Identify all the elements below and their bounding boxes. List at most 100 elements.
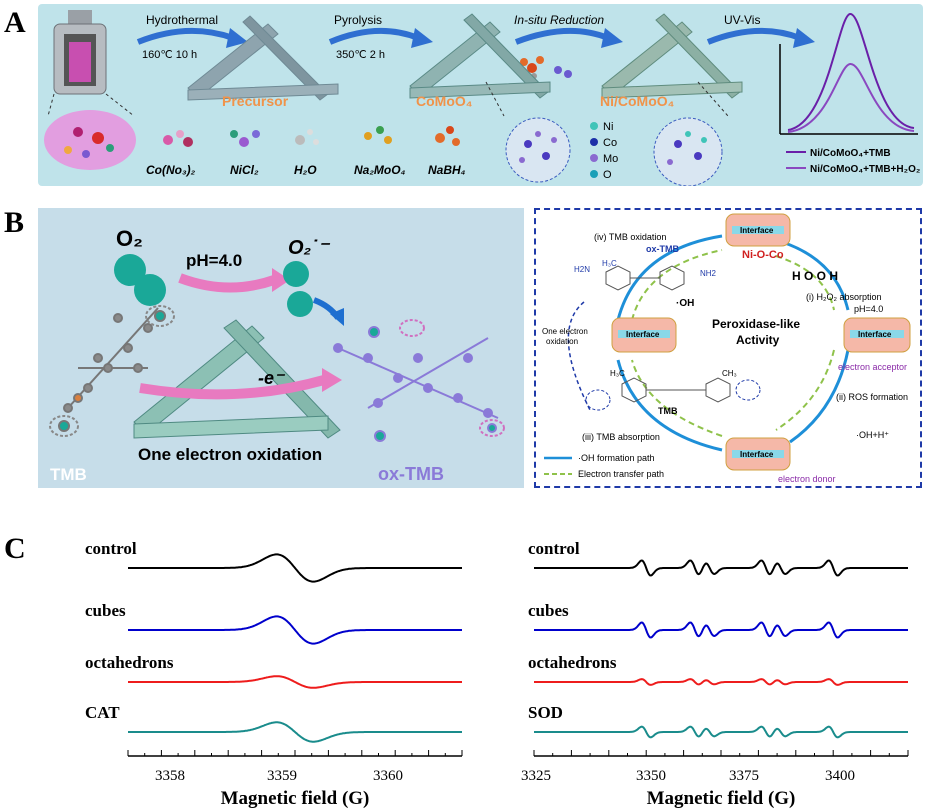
uv-vis-curve-h2o2 (787, 13, 915, 131)
peroxidase-label: Peroxidase-like (712, 317, 800, 331)
electron-acceptor-label: electron acceptor (838, 362, 907, 372)
panel-label-c: C (4, 532, 26, 565)
superoxide-radical-icon (283, 261, 344, 326)
one-electron-oxidation-caption: One electron oxidation (138, 445, 322, 464)
interface-label-right: Interface (858, 330, 892, 339)
ch3-label: CH₃ (722, 369, 737, 378)
uv-vis-spectra (779, 13, 918, 169)
superoxide-label: O₂˙⁻ (288, 237, 331, 259)
uv-vis-legend-tmb-h2o2: Ni/CoMoO₄+TMB+H₂O₂ (810, 164, 920, 175)
x-tick-label: 3360 (373, 768, 403, 784)
series-label: cubes (528, 601, 569, 620)
step-tmb-absorption: (iii) TMB absorption (582, 432, 660, 442)
electron-donor-label: electron donor (778, 474, 836, 484)
interface-label-left: Interface (626, 330, 660, 339)
ph-arrow (178, 268, 290, 293)
interface-node-right (843, 317, 911, 353)
series-line-cubes (534, 621, 908, 639)
interface-node-top (725, 213, 791, 247)
step-hydrothermal: Hydrothermal (146, 13, 218, 27)
precursor-solution-icon (44, 93, 136, 170)
series-line-control (534, 559, 908, 577)
peroxidase-mechanism-diagram: Interface Ni-O-Co Interface Interface In… (542, 213, 911, 484)
oh-formation-cycle (616, 234, 850, 452)
step-in-situ-reduction: In-situ Reduction (514, 13, 604, 27)
oh-h-product-label: ·OH+H⁺ (856, 430, 889, 440)
reagent-sodium-molybdate: Na₂MoO₄ (354, 163, 406, 177)
interface-label-bottom: Interface (740, 450, 774, 459)
activity-label: Activity (736, 333, 780, 347)
precursor-rods-icon (187, 15, 339, 101)
electron-transfer-path (631, 249, 835, 437)
comoo4-rods-icon (409, 13, 551, 99)
reagent-molecules-icon (520, 56, 572, 79)
atom-legend-ni: Ni (603, 121, 613, 133)
atom-legend-mo: Mo (603, 153, 618, 165)
interface-label-top: Interface (740, 226, 774, 235)
electron-arrow (139, 368, 342, 400)
ni-comoo4-rods-icon (601, 13, 743, 99)
h2o2-molecule-icon: H O O H (792, 269, 838, 283)
ox-tmb-molecule-icon (333, 319, 505, 442)
tmb-label: TMB (50, 465, 87, 484)
panel-label-a: A (4, 6, 26, 39)
h2n-label: H2N (574, 265, 590, 274)
atom-legend-co: Co (603, 137, 617, 149)
step-pyrolysis-conditions: 350℃ 2 h (336, 49, 385, 61)
pyrolysis-arrow (328, 27, 433, 48)
tmb-molecule-icon (49, 305, 175, 437)
uv-vis-arrow (706, 27, 815, 48)
atom-legend-o: O (603, 169, 612, 181)
atom-legend: Ni Co Mo O (590, 121, 618, 181)
x-tick-label: 3359 (267, 768, 297, 784)
tmb-oxidation-diagram: O₂ pH=4.0 O₂˙⁻ (49, 226, 505, 484)
reagent-nickel-chloride: NiCl₂ (230, 163, 259, 177)
series-line-cat (128, 721, 462, 743)
x-tick-label: 3375 (729, 768, 759, 784)
step-ros-formation: (ii) ROS formation (836, 392, 908, 402)
series-line-octahedrons (534, 678, 908, 686)
o2-label: O₂ (116, 226, 143, 251)
interface-node-left (611, 317, 677, 353)
product-comoo4: CoMoO₄ (416, 93, 472, 109)
h3c-label-bottom: H₃C (610, 369, 625, 378)
electron-label: -e⁻ (258, 368, 286, 388)
series-label: octahedrons (85, 653, 174, 672)
tmb-oxidation-panel: O₂ pH=4.0 O₂˙⁻ (38, 208, 524, 488)
peroxidase-mechanism-panel: Interface Ni-O-Co Interface Interface In… (534, 208, 922, 488)
ph-label: pH=4.0 (186, 251, 242, 270)
series-line-control (128, 553, 462, 583)
ox-tmb-label: ox-TMB (378, 464, 444, 484)
tmb-structure-icon (585, 377, 761, 411)
reduction-arrow (514, 27, 623, 48)
uv-vis-curve-tmb (787, 63, 915, 133)
reagent-sodium-borohydride: NaBH₄ (428, 163, 466, 177)
o2-molecule-icon (114, 254, 166, 306)
catalyst-rods-icon (133, 319, 341, 439)
x-tick-label: 3350 (636, 768, 666, 784)
series-label: SOD (528, 703, 563, 722)
nh2-label: NH2 (700, 269, 717, 278)
interface-node-bottom (725, 437, 791, 471)
x-tick-label: 3325 (521, 768, 551, 784)
x-axis-label: Magnetic field (G) (647, 788, 796, 809)
one-electron-arrow (567, 301, 591, 411)
series-line-sod (534, 725, 908, 739)
step-hydrothermal-conditions: 160℃ 10 h (142, 49, 197, 61)
reagent-water: H₂O (294, 163, 317, 177)
hydrothermal-arrow (136, 27, 248, 48)
ni-comoo4-lattice-icon (653, 81, 729, 187)
h3c-label-top: H₃C (602, 259, 617, 268)
synthesis-panel: Hydrothermal 160℃ 10 h Pyrolysis 350℃ 2 … (38, 4, 923, 187)
ox-tmb-structure-icon (605, 265, 685, 291)
step-tmb-oxidation: (iv) TMB oxidation (594, 232, 666, 242)
legend-oh-formation: ·OH formation path (578, 453, 655, 463)
series-label: control (85, 539, 137, 558)
autoclave-icon (53, 10, 107, 95)
series-line-octahedrons (128, 675, 462, 689)
step-uv-vis: UV-Vis (724, 13, 760, 27)
reagent-cobalt-nitrate: Co(No₃)₂ (146, 163, 196, 177)
